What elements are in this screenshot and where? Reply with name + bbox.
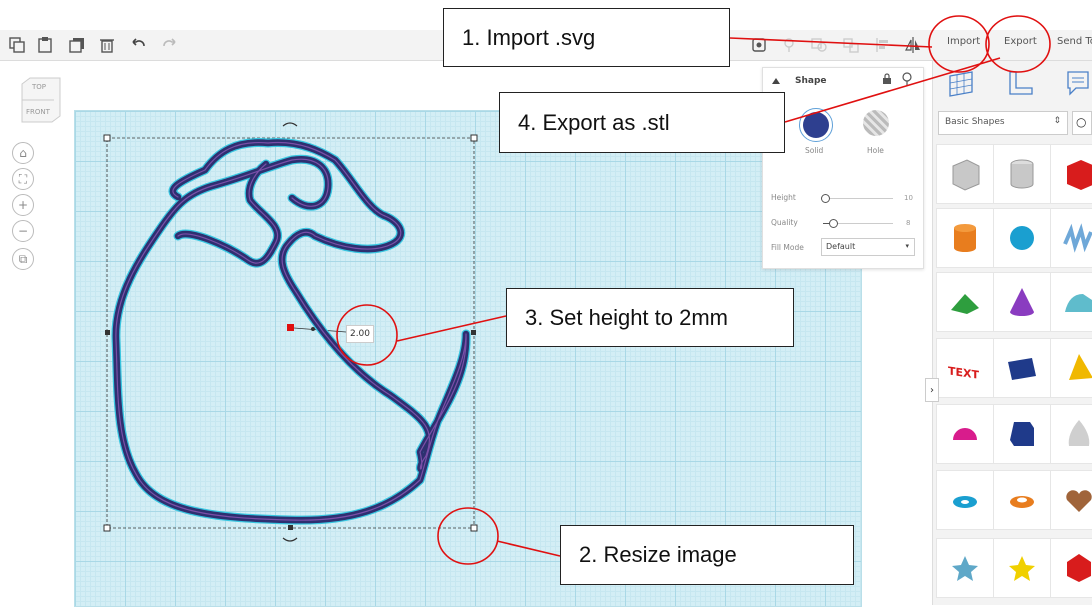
imported-svg-shape [111, 138, 471, 525]
hole-label: Hole [867, 146, 884, 155]
shape-torus[interactable] [936, 470, 994, 530]
workplane-shape-layer [103, 122, 478, 542]
fill-mode-select[interactable]: Default ▾ [821, 238, 915, 256]
shape-panel-title: Shape [795, 76, 827, 86]
shape-category-select[interactable]: Basic Shapes ⇕ [938, 111, 1068, 135]
undo-icon[interactable] [128, 34, 150, 56]
zoom-out-icon[interactable]: − [12, 220, 34, 242]
height-label: Height [771, 193, 796, 202]
height-handle-icon [287, 324, 294, 331]
zoom-in-icon[interactable]: + [12, 194, 34, 216]
duplicate-icon[interactable] [66, 34, 88, 56]
ruler-icon[interactable] [1006, 68, 1036, 98]
solid-label: Solid [805, 146, 824, 155]
quality-value: 8 [906, 219, 911, 227]
shape-cylinder[interactable] [936, 208, 994, 268]
shape-paraboloid[interactable] [1050, 404, 1092, 464]
solid-color-swatch [803, 112, 829, 138]
shape-text[interactable]: TEXT [936, 338, 994, 398]
shape-polygon[interactable] [993, 404, 1051, 464]
shape-star[interactable] [936, 538, 994, 598]
shape-box-hole[interactable] [936, 144, 994, 204]
callout-export-step: 4. Export as .stl [499, 92, 785, 153]
shape-inspector-panel: Shape Solid Hole Height 10 Quality 8 Fil… [762, 67, 924, 269]
callout-resize-text: 2. Resize image [579, 542, 737, 567]
shape-half-sphere[interactable] [936, 404, 994, 464]
trash-icon[interactable] [96, 34, 118, 56]
redo-icon[interactable] [158, 34, 180, 56]
resize-handle [470, 134, 478, 142]
shape-icosahedron[interactable] [1050, 538, 1092, 598]
rotate-handle-icon [282, 122, 298, 127]
callout-height-step: 3. Set height to 2mm [506, 288, 794, 347]
workplane-icon[interactable] [946, 68, 976, 98]
lock-icon[interactable] [881, 73, 893, 85]
shape-outline-layer [115, 141, 467, 521]
shape-round-roof[interactable] [1050, 272, 1092, 332]
height-dimension-input[interactable]: 2.00 [346, 325, 374, 343]
export-button[interactable]: Export [1004, 36, 1037, 47]
height-slider-track[interactable] [823, 198, 893, 199]
fit-view-icon[interactable]: ⛶ [12, 168, 34, 190]
viewcube-front-label: FRONT [26, 108, 50, 116]
chevron-updown-icon: ⇕ [1053, 116, 1061, 126]
send-to-button[interactable]: Send To [1057, 36, 1092, 47]
fill-mode-label: Fill Mode [771, 243, 804, 252]
solid-color-button[interactable] [799, 108, 833, 142]
shape-pyramid[interactable] [1050, 338, 1092, 398]
rotate-handle-icon [282, 537, 298, 542]
quality-slider-track[interactable] [823, 223, 893, 224]
resize-handle [103, 134, 111, 142]
resize-handle [103, 524, 111, 532]
callout-import-step: 1. Import .svg [443, 8, 730, 67]
svg-text:TEXT: TEXT [948, 364, 979, 381]
callout-resize-step: 2. Resize image [560, 525, 854, 585]
quality-slider-knob[interactable] [829, 219, 838, 228]
shape-heart[interactable] [1050, 470, 1092, 530]
chevron-down-icon: ▾ [905, 242, 909, 250]
shape-cylinder-hole[interactable] [993, 144, 1051, 204]
resize-handle [470, 524, 478, 532]
hole-button[interactable] [863, 110, 889, 136]
resize-handle [471, 330, 476, 335]
callout-export-text: 4. Export as .stl [518, 109, 670, 135]
shape-star-yellow[interactable] [993, 538, 1051, 598]
shape-cone[interactable] [993, 272, 1051, 332]
search-icon[interactable]: ○ [1072, 111, 1092, 135]
import-button[interactable]: Import [947, 36, 981, 47]
shape-sphere[interactable] [993, 208, 1051, 268]
shape-outline-layer [112, 139, 470, 524]
shape-wedge[interactable] [993, 338, 1051, 398]
resize-handle [288, 525, 293, 530]
height-value: 10 [904, 194, 913, 202]
sidebar-collapse-chevron-icon[interactable]: › [925, 378, 939, 402]
shape-box[interactable] [1050, 144, 1092, 204]
callout-import-text: 1. Import .svg [462, 24, 596, 50]
shape-category-value: Basic Shapes [945, 117, 1005, 127]
viewcube-top-label: TOP [32, 83, 47, 91]
fill-mode-value: Default [826, 242, 856, 251]
notes-panel-icon[interactable] [1064, 68, 1092, 98]
shape-roof[interactable] [936, 272, 994, 332]
callout-height-text: 3. Set height to 2mm [525, 304, 728, 330]
quality-label: Quality [771, 218, 798, 227]
shape-tube[interactable] [993, 470, 1051, 530]
visibility-bulb-icon[interactable] [901, 72, 913, 86]
shape-scribble[interactable] [1050, 208, 1092, 268]
resize-handle [105, 330, 110, 335]
ortho-view-icon[interactable]: ⧉ [12, 248, 34, 270]
height-slider-knob[interactable] [821, 194, 830, 203]
view-cube[interactable]: TOP FRONT [20, 76, 62, 124]
paste-icon[interactable] [34, 34, 56, 56]
collapse-triangle-icon[interactable] [771, 76, 781, 86]
copy-icon[interactable] [6, 34, 28, 56]
home-view-icon[interactable]: ⌂ [12, 142, 34, 164]
